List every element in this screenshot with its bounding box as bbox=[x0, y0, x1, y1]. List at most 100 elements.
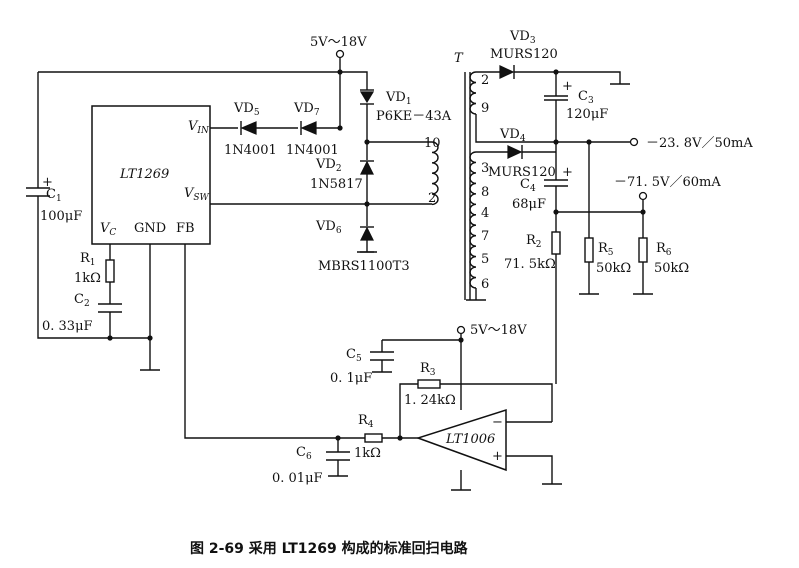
resistor-r4 bbox=[364, 433, 383, 443]
diode-vd5 bbox=[240, 121, 257, 135]
svg-text:C3: C3 bbox=[578, 89, 594, 106]
svg-text:C1: C1 bbox=[46, 187, 62, 204]
vd4-label: VD bbox=[499, 127, 520, 142]
opamp-name: LT1006 bbox=[445, 432, 495, 447]
c6-value: 0. 01μF bbox=[272, 471, 323, 486]
vd4-part: MURS120 bbox=[488, 165, 556, 180]
svg-text:VIN: VIN bbox=[188, 119, 210, 136]
transformer-secondary-1 bbox=[469, 71, 477, 115]
svg-text:C4: C4 bbox=[520, 177, 536, 194]
c1-plus: + bbox=[42, 175, 53, 190]
vd5-part: 1N4001 bbox=[224, 143, 277, 158]
capacitor-c4 bbox=[544, 179, 568, 187]
svg-text:VD7: VD7 bbox=[293, 101, 320, 118]
vd3-part: MURS120 bbox=[490, 47, 558, 62]
c4-label: C bbox=[520, 177, 530, 192]
ic-name: LT1269 bbox=[119, 167, 169, 182]
diode-vd1 bbox=[359, 89, 375, 105]
c1-label: C bbox=[46, 187, 56, 202]
svg-text:VD2: VD2 bbox=[315, 157, 342, 174]
svg-text:VSW: VSW bbox=[184, 186, 210, 203]
c2-value: 0. 33μF bbox=[42, 319, 93, 334]
pin-7: 7 bbox=[481, 229, 489, 244]
pin-9: 9 bbox=[481, 101, 489, 116]
vd1-label: VD bbox=[385, 90, 406, 105]
vc-label: V bbox=[100, 221, 111, 236]
opamp-plus: + bbox=[492, 449, 503, 464]
pin-6: 6 bbox=[481, 277, 489, 292]
gnd-label: GND bbox=[134, 221, 166, 236]
c5-label: C bbox=[346, 347, 356, 362]
vd6-label: VD bbox=[315, 219, 336, 234]
labels: 5V～18V T VD1 P6KE－43A VD2 1N5817 VD3 MUR… bbox=[40, 29, 753, 486]
lt1006-opamp: LT1006 − + bbox=[415, 408, 507, 472]
pin-8: 8 bbox=[481, 185, 489, 200]
r1-value: 1kΩ bbox=[74, 271, 101, 286]
junction-dots bbox=[107, 69, 646, 441]
resistor-r1 bbox=[105, 259, 115, 283]
r2-label: R bbox=[526, 233, 537, 248]
c3-value: 120μF bbox=[566, 107, 608, 122]
capacitor-c2 bbox=[98, 303, 122, 313]
diode-vd4 bbox=[507, 145, 523, 159]
c4-plus: + bbox=[562, 165, 573, 180]
ground-symbols bbox=[140, 83, 653, 491]
svg-text:VD6: VD6 bbox=[315, 219, 342, 236]
output-terminal-71v bbox=[638, 191, 648, 201]
resistor-r3 bbox=[417, 379, 441, 389]
transformer-label: T bbox=[454, 51, 464, 66]
r3-value: 1. 24kΩ bbox=[404, 393, 456, 408]
diode-vd3 bbox=[499, 65, 515, 79]
diode-vd2 bbox=[360, 160, 374, 175]
svg-text:R3: R3 bbox=[420, 361, 436, 378]
resistor-r2 bbox=[551, 231, 561, 255]
vd3-label: VD bbox=[509, 29, 530, 44]
resistor-r6 bbox=[638, 237, 648, 263]
vd5-label: VD bbox=[233, 101, 254, 116]
r1-label: R bbox=[80, 251, 91, 266]
svg-text:VC: VC bbox=[100, 221, 116, 238]
capacitor-c5 bbox=[370, 351, 394, 361]
opamp-minus: − bbox=[492, 415, 503, 430]
r4-label: R bbox=[358, 413, 369, 428]
c2-label: C bbox=[74, 292, 84, 307]
capacitor-c6 bbox=[326, 451, 350, 461]
pin-4: 4 bbox=[481, 206, 489, 221]
vd7-label: VD bbox=[293, 101, 314, 116]
supply-amp-label: 5V～18V bbox=[470, 323, 527, 338]
vd6-part: MBRS1100T3 bbox=[318, 259, 410, 274]
svg-text:VD3: VD3 bbox=[509, 29, 536, 46]
c4-value: 68μF bbox=[512, 197, 546, 212]
resistor-r5 bbox=[584, 237, 594, 263]
vd7-part: 1N4001 bbox=[286, 143, 339, 158]
svg-text:C5: C5 bbox=[346, 347, 362, 364]
svg-text:R1: R1 bbox=[80, 251, 96, 268]
pin-2b: 2 bbox=[428, 191, 436, 206]
r6-label: R bbox=[656, 241, 667, 256]
supply-terminal-top bbox=[335, 49, 345, 59]
svg-text:R5: R5 bbox=[598, 241, 614, 258]
transformer-primary bbox=[431, 141, 439, 206]
transformer-secondary-2 bbox=[469, 151, 477, 289]
svg-text:VD4: VD4 bbox=[499, 127, 526, 144]
lt1269-ic: VIN LT1269 VSW VC GND FB bbox=[91, 105, 211, 245]
vsw-label: V bbox=[184, 186, 195, 201]
c6-label: C bbox=[296, 445, 306, 460]
r4-value: 1kΩ bbox=[354, 446, 381, 461]
vd2-part: 1N5817 bbox=[310, 177, 363, 192]
c1-value: 100μF bbox=[40, 209, 82, 224]
r3-label: R bbox=[420, 361, 431, 376]
vin-label: V bbox=[188, 119, 199, 134]
figure-caption: 图 2-69 采用 LT1269 构成的标准回扫电路 bbox=[190, 540, 469, 557]
svg-text:R4: R4 bbox=[358, 413, 374, 430]
svg-text:VD1: VD1 bbox=[385, 90, 412, 107]
capacitor-c3 bbox=[544, 95, 568, 101]
diode-vd7 bbox=[300, 121, 317, 135]
pin-3: 3 bbox=[481, 161, 489, 176]
output-23v-label: －23. 8V／50mA bbox=[646, 136, 753, 151]
c3-label: C bbox=[578, 89, 588, 104]
supply-terminal-amp bbox=[456, 325, 466, 335]
svg-text:VD5: VD5 bbox=[233, 101, 260, 118]
capacitor-c1 bbox=[26, 187, 50, 197]
r6-value: 50kΩ bbox=[654, 261, 689, 276]
